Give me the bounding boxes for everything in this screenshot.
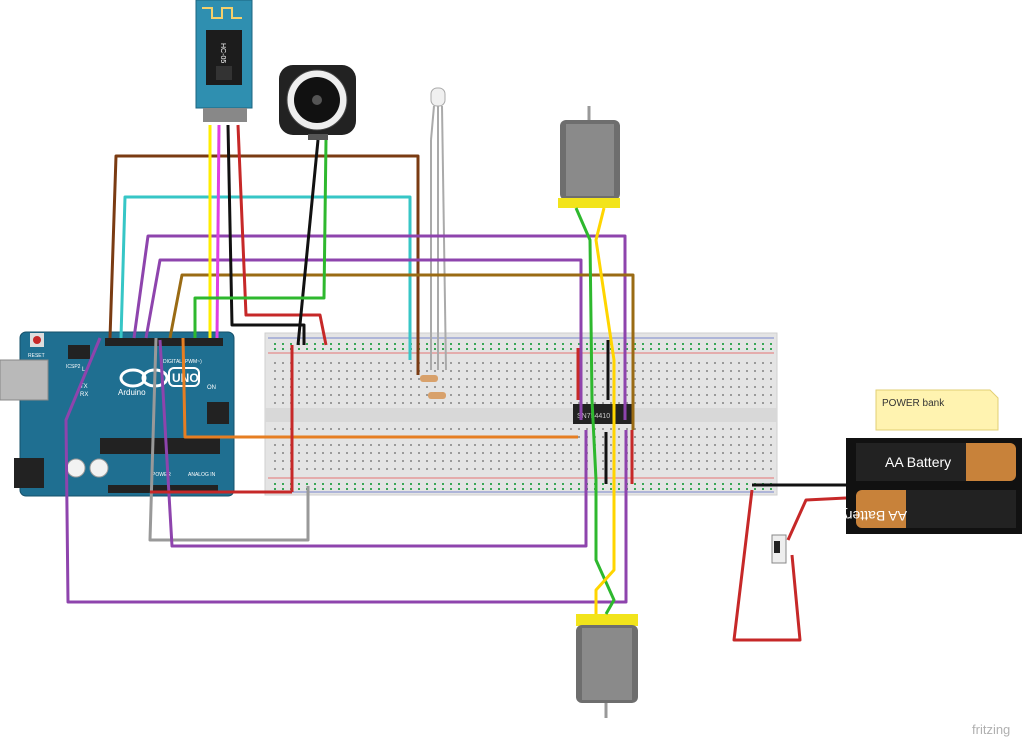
wire-purple-1 <box>132 234 627 420</box>
wire-red-battery <box>786 496 847 541</box>
led-label-rx: RX <box>80 392 88 398</box>
power-label: POWER <box>152 472 171 478</box>
bluetooth-module: HC-05 <box>195 0 253 122</box>
wire-brown <box>108 154 420 375</box>
arduino-model: UNO <box>172 371 199 385</box>
wire-green-motor <box>574 207 616 615</box>
wire-green-1 <box>193 139 328 338</box>
breadboard <box>264 332 778 496</box>
rgb-led <box>430 87 447 371</box>
wire-purple-4 <box>64 337 628 604</box>
motor-bottom <box>576 614 638 718</box>
wire-cyan <box>119 195 412 360</box>
arduino-board: RESET ICSP2 DIGITAL (PWM~) L TX RX ON Ar… <box>0 331 235 497</box>
note-text: POWER bank <box>882 398 945 409</box>
hc05-label: HC-05 <box>219 43 226 63</box>
slide-switch <box>771 534 787 564</box>
battery-top-label: AA Battery <box>885 454 951 470</box>
antenna-icon <box>202 7 242 19</box>
wires <box>64 124 847 642</box>
wire-purple-2 <box>144 258 583 420</box>
resistors <box>420 375 446 399</box>
speaker <box>279 65 356 140</box>
led-label-l: L <box>82 367 86 373</box>
wire-orange <box>181 337 578 439</box>
reset-label: RESET <box>28 353 45 359</box>
wire-red-1 <box>236 124 328 346</box>
wire-red-switch <box>732 489 802 642</box>
power-bank-note: POWER bank <box>875 389 999 431</box>
fritzing-watermark: fritzing <box>972 722 1010 737</box>
wire-olive <box>168 273 635 430</box>
wire-gray <box>148 337 310 542</box>
led-label-tx: TX <box>80 384 88 390</box>
arduino-brand: Arduino <box>118 388 146 397</box>
battery-pack: AA Battery AA Battery <box>841 438 1022 534</box>
wire-yellow-motor <box>594 207 616 614</box>
icsp-label: ICSP2 <box>66 364 81 370</box>
battery-bottom-label: AA Battery <box>841 508 907 524</box>
analog-label: ANALOG IN <box>188 472 216 478</box>
wire-magenta <box>215 124 221 339</box>
wire-purple-3 <box>158 339 588 548</box>
wire-black-2 <box>296 139 320 346</box>
motor-top <box>558 106 620 208</box>
wire-black-1 <box>226 124 306 345</box>
led-label-on: ON <box>207 385 216 391</box>
